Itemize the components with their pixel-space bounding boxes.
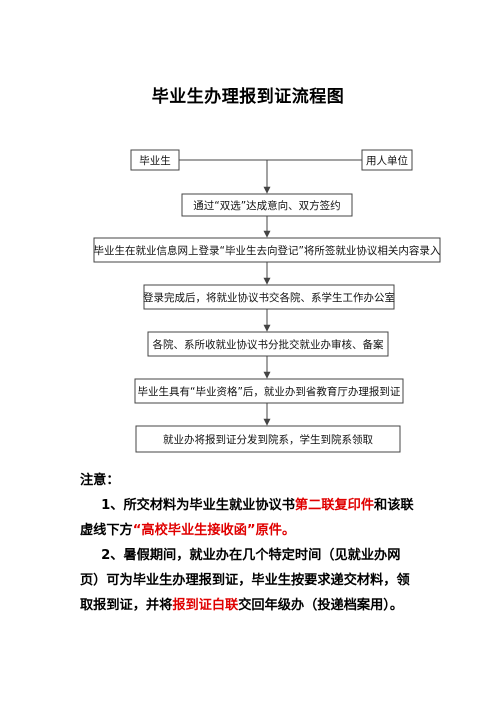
box-step-3: 登录完成后，将就业协议书交各院、系学生工作办公室 <box>143 284 395 310</box>
note-2-text-c: 交回年级办（投递档案用）。 <box>238 598 404 613</box>
box-step-2-label: 毕业生在就业信息网上登录“毕业生去向登记”将所签就业协议相关内容录入 <box>94 244 441 257</box>
note-1-text-a: 1、所交材料为毕业生就业协议书 <box>101 498 295 513</box>
notes-section: 注意： 1、所交材料为毕业生就业协议书第二联复印件和该联虚线下方“高校毕业生接收… <box>80 468 420 618</box>
box-graduate-frame <box>130 149 180 171</box>
notes-heading: 注意： <box>80 473 120 488</box>
box-step-6-frame <box>135 425 401 453</box>
box-step-4-frame <box>147 331 389 357</box>
box-step-1-frame <box>181 193 353 217</box>
box-graduate: 毕业生 <box>130 149 180 171</box>
box-step-5-label: 毕业生具有“毕业资格”后，就业办到省教育厅办理报到证 <box>138 385 401 398</box>
note-2-text-a: 2、暑假期间，就业办在几个特定时间（见就业办网页）可为毕业生办理报到证，毕业生按… <box>80 548 410 613</box>
box-step-2: 毕业生在就业信息网上登录“毕业生去向登记”将所签就业协议相关内容录入 <box>93 237 441 263</box>
box-step-5-frame <box>134 378 404 404</box>
box-employer-frame <box>361 149 413 171</box>
note-1-highlight-copy: 第二联复印件 <box>294 498 375 513</box>
page-title: 毕业生办理报到证流程图 <box>151 87 345 107</box>
flowchart: 毕业生 用人单位通过“双选”达成意向、双方签约毕业生在就业信息网上登录“毕业生去向… <box>93 149 441 453</box>
note-2-highlight-white-copy: 报到证白联 <box>172 598 239 613</box>
note-2: 2、暑假期间，就业办在几个特定时间（见就业办网页）可为毕业生办理报到证，毕业生按… <box>80 543 420 618</box>
box-step-6-label: 就业办将报到证分发到院系，学生到院系领取 <box>163 433 373 446</box>
box-step-6: 就业办将报到证分发到院系，学生到院系领取 <box>135 425 401 453</box>
note-1-text-c: 和该联虚线下方 <box>80 498 414 538</box>
box-step-5: 毕业生具有“毕业资格”后，就业办到省教育厅办理报到证 <box>134 378 404 404</box>
box-step-3-label: 登录完成后，将就业协议书交各院、系学生工作办公室 <box>143 291 395 304</box>
box-employer: 用人单位 <box>361 149 413 171</box>
box-step-3-frame <box>143 284 395 310</box>
box-employer-label: 用人单位 <box>366 154 408 167</box>
box-graduate-label: 毕业生 <box>139 154 171 167</box>
note-1-highlight-letter: “高校毕业生接收函”原件。 <box>132 523 296 538</box>
box-step-4-label: 各院、系所收就业协议书分批交就业办审核、备案 <box>153 338 384 351</box>
box-step-4: 各院、系所收就业协议书分批交就业办审核、备案 <box>147 331 389 357</box>
box-step-1: 通过“双选”达成意向、双方签约 <box>181 193 353 217</box>
note-1: 1、所交材料为毕业生就业协议书第二联复印件和该联虚线下方“高校毕业生接收函”原件… <box>80 493 420 543</box>
box-step-1-label: 通过“双选”达成意向、双方签约 <box>193 199 340 212</box>
box-step-2-frame <box>93 237 441 263</box>
